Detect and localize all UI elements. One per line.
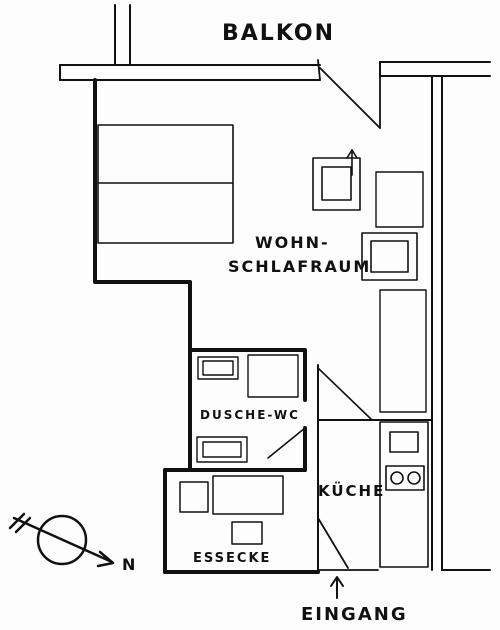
corridor-walls	[317, 364, 433, 571]
side-table	[375, 171, 424, 228]
exterior-wall-left	[93, 78, 192, 352]
bathroom-label: DUSCHE-WC	[200, 408, 300, 422]
dining-chair	[231, 521, 263, 545]
entry-arrow-upper-icon	[346, 149, 358, 176]
balcony-label: BALKON	[222, 21, 335, 46]
bathtub	[196, 436, 248, 463]
balcony-door	[317, 59, 381, 129]
north-label: N	[122, 555, 137, 574]
armchair-bottom	[361, 232, 418, 281]
entrance-door	[317, 517, 379, 571]
living-room-door	[317, 367, 373, 421]
balcony-railing	[114, 4, 131, 66]
sideboard	[379, 289, 427, 413]
bed	[97, 124, 234, 244]
dining-label: ESSECKE	[193, 551, 271, 566]
north-compass-icon	[8, 512, 115, 568]
balcony-wall	[59, 61, 491, 81]
kitchen-counter	[379, 421, 429, 568]
entrance-label: EINGANG	[301, 604, 408, 625]
living-room-label-line1: WOHN-	[255, 233, 330, 252]
dining-bench	[179, 481, 209, 513]
bathroom-door	[267, 427, 306, 459]
dining-table	[212, 475, 284, 515]
bathroom-walls	[188, 348, 307, 472]
kitchen-label: KÜCHE	[318, 481, 385, 500]
entrance-arrow-icon	[330, 576, 344, 599]
living-room-label-line2: SCHLAFRAUM	[228, 257, 371, 276]
dining-walls	[163, 468, 320, 574]
exterior-wall-right	[431, 75, 491, 571]
armchair-top	[312, 157, 361, 211]
shower-tray	[247, 354, 299, 398]
washbasin	[197, 356, 239, 380]
